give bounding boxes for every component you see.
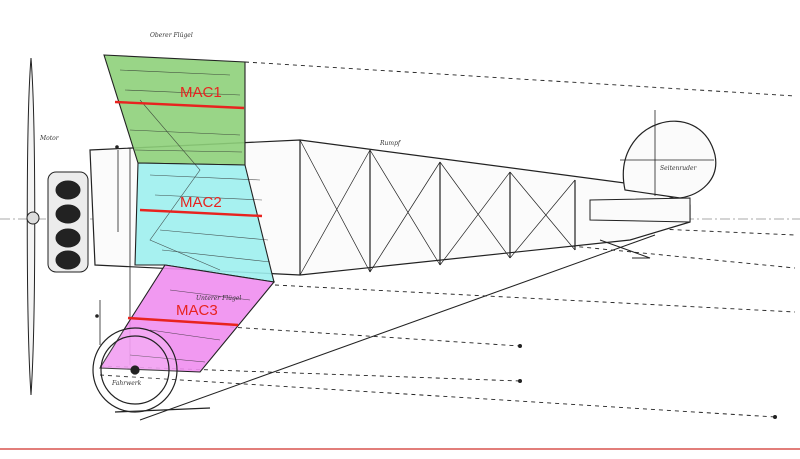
tailplane bbox=[589, 197, 691, 223]
mac3-panel bbox=[99, 264, 276, 373]
mac1-line bbox=[114, 100, 245, 110]
propeller bbox=[26, 57, 40, 396]
mac3-line bbox=[127, 316, 239, 327]
projection-end-markers bbox=[518, 344, 777, 419]
annotation-upper-wing: Oberer Flügel bbox=[150, 32, 193, 39]
mac2-label: MAC2 bbox=[180, 194, 222, 211]
rudder bbox=[620, 110, 717, 199]
wheel bbox=[92, 327, 178, 413]
annotation-undercarriage: Fahrwerk bbox=[111, 380, 142, 387]
mac1-label: MAC1 bbox=[180, 84, 222, 101]
ground-sweep-line bbox=[139, 234, 656, 421]
annotation-tail: Seitenruder bbox=[660, 165, 698, 172]
mac2-line bbox=[139, 208, 263, 218]
engine bbox=[47, 171, 89, 273]
wing-structure-lines bbox=[119, 69, 271, 363]
mac3-label: MAC3 bbox=[176, 302, 218, 319]
annotation-lower-wing: Unterer Flügel bbox=[196, 295, 241, 302]
cross-markers bbox=[95, 145, 119, 318]
annotation-fuselage: Rumpf bbox=[379, 140, 402, 147]
tail-skid bbox=[599, 239, 651, 259]
annotation-engine: Motor bbox=[39, 135, 60, 142]
